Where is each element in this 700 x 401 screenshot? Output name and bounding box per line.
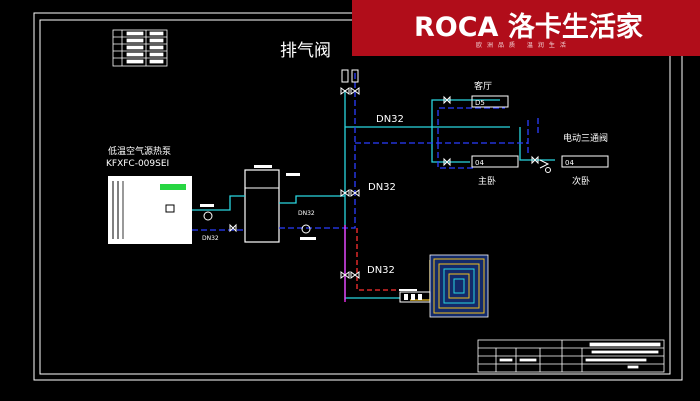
circulation-pumps bbox=[203, 211, 311, 234]
tag-04b: 04 bbox=[565, 159, 574, 167]
valves bbox=[229, 87, 539, 279]
heat-pump-unit bbox=[108, 176, 192, 244]
master-bedroom-label: 主卧 bbox=[478, 175, 496, 187]
room-tags bbox=[471, 95, 609, 168]
legend-table bbox=[112, 29, 168, 67]
second-bedroom-label: 次卧 bbox=[572, 175, 590, 187]
buffer-tank bbox=[244, 169, 280, 243]
tag-d5: D5 bbox=[475, 99, 485, 107]
three-way-valve-symbol bbox=[539, 159, 551, 173]
floor-heating-coil bbox=[429, 254, 489, 318]
brand-watermark: ROCA 洛卡生活家 欧洲品质 温润生活 bbox=[352, 0, 700, 56]
manifold bbox=[399, 291, 431, 303]
heat-pump-model: KFXFC-009SEI bbox=[106, 159, 169, 169]
floor-heating-pipes bbox=[344, 225, 431, 302]
annotation-bars bbox=[200, 165, 417, 291]
pipe-label-tank: DN32 bbox=[298, 210, 315, 217]
pipe-label-lower: DN32 bbox=[367, 265, 395, 276]
three-way-valve-label: 电动三通阀 bbox=[563, 132, 608, 144]
living-room-label: 客厅 bbox=[474, 80, 492, 92]
return-pipes bbox=[192, 70, 539, 231]
title-block bbox=[477, 339, 665, 373]
brand-logo: ROCA 洛卡生活家 bbox=[414, 12, 643, 43]
tag-04a: 04 bbox=[475, 159, 484, 167]
heat-pump-name: 低温空气源热泵 bbox=[108, 145, 171, 157]
pipe-label-left: DN32 bbox=[202, 235, 219, 242]
vent-valve-symbols bbox=[341, 69, 359, 83]
pipe-label-main: DN32 bbox=[376, 114, 404, 125]
pipe-label-mid: DN32 bbox=[368, 182, 396, 193]
brand-tagline: 欧洲品质 温润生活 bbox=[476, 42, 571, 49]
vent-valve-label: 排气阀 bbox=[280, 41, 331, 61]
unit-display bbox=[160, 184, 186, 190]
